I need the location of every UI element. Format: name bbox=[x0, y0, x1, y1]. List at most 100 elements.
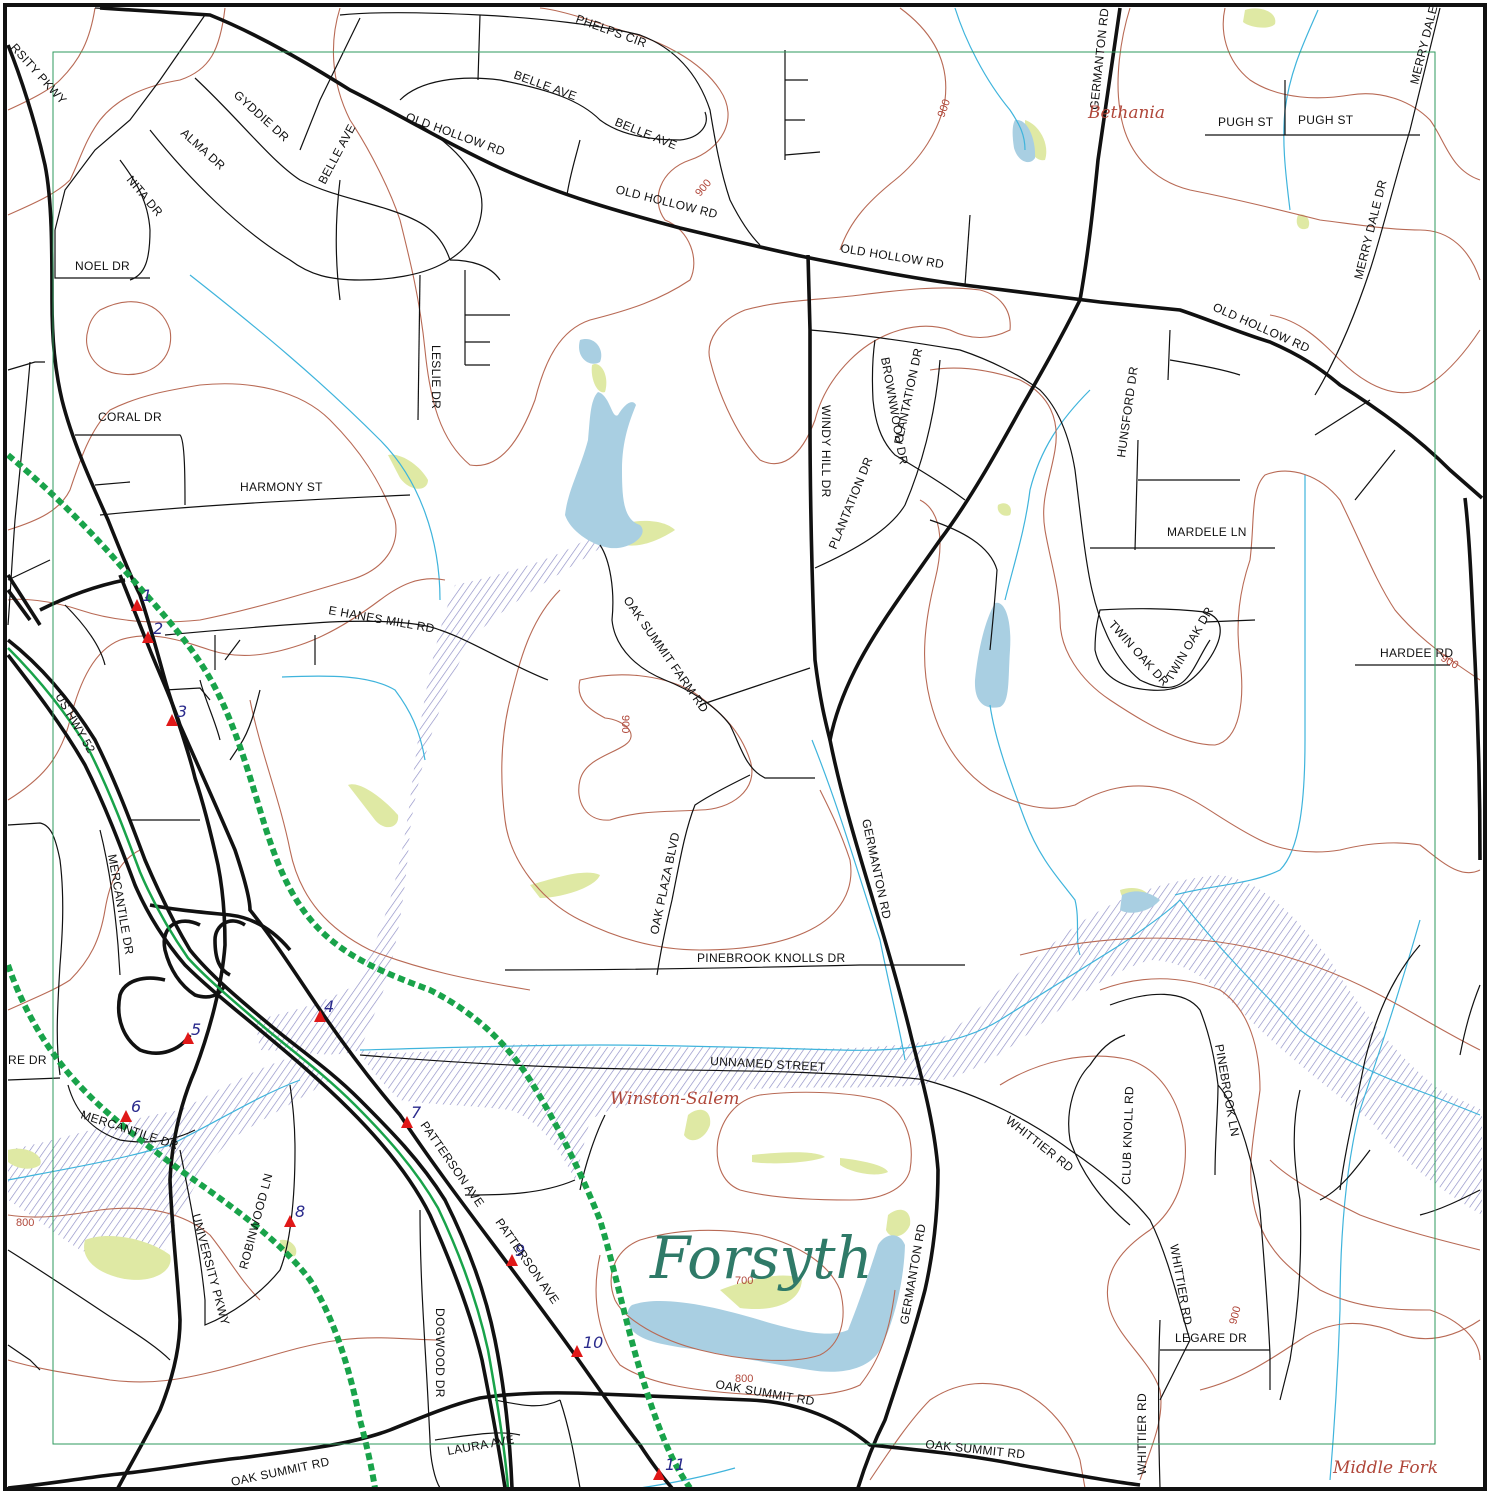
marker-8[interactable] bbox=[284, 1215, 296, 1227]
street-label: NITA DR bbox=[124, 173, 166, 219]
street bbox=[579, 1114, 606, 1191]
contour-label: 900 bbox=[936, 98, 954, 119]
university-pkwy bbox=[6, 44, 227, 1489]
marker-3[interactable] bbox=[166, 714, 178, 726]
pond bbox=[974, 602, 1011, 708]
place-label-bethania: Bethania bbox=[1087, 103, 1165, 123]
street bbox=[7, 1077, 61, 1081]
street-label: BELLE AVE bbox=[512, 68, 579, 104]
street bbox=[99, 494, 411, 516]
marker-10[interactable] bbox=[571, 1345, 583, 1357]
street-label: UNNAMED STREET bbox=[710, 1054, 826, 1074]
marker-2[interactable] bbox=[142, 631, 154, 643]
marker-8-label: 8 bbox=[295, 1202, 305, 1221]
street-label: OAK SUMMIT FARM RD bbox=[621, 594, 712, 716]
street bbox=[784, 151, 821, 156]
marker-7[interactable] bbox=[401, 1116, 413, 1128]
street-label: OAK PLAZA BLVD bbox=[647, 831, 682, 936]
marker-10-label: 10 bbox=[583, 1333, 603, 1352]
oak-summit-rd bbox=[7, 1391, 1141, 1490]
marker-5[interactable] bbox=[182, 1032, 194, 1044]
street bbox=[504, 964, 965, 971]
vegetation-patch bbox=[720, 1275, 802, 1310]
street-label: WHITTIER RD bbox=[1135, 1393, 1149, 1475]
stream bbox=[1174, 475, 1306, 896]
street bbox=[1157, 1319, 1161, 1489]
vegetation-patch bbox=[886, 1209, 911, 1237]
street bbox=[164, 687, 211, 701]
street bbox=[1068, 1034, 1131, 1226]
contour-line bbox=[716, 1091, 912, 1201]
stream bbox=[7, 1079, 301, 1181]
street bbox=[199, 679, 221, 741]
street bbox=[194, 77, 451, 261]
street-label: WINDY HILL DR bbox=[819, 405, 833, 498]
contour-label: 900 bbox=[693, 177, 714, 199]
highway-center bbox=[7, 647, 510, 1489]
street bbox=[7, 559, 51, 581]
street-label: PATTERSON AVE bbox=[493, 1216, 563, 1307]
vegetation-patch bbox=[684, 1109, 711, 1141]
marker-2-label: 2 bbox=[153, 619, 163, 638]
water-bodies bbox=[565, 119, 1160, 1372]
map-border bbox=[3, 3, 1487, 1491]
ramp bbox=[6, 574, 42, 626]
us-hwy-52 bbox=[6, 638, 514, 1489]
marker-1[interactable] bbox=[131, 599, 143, 611]
contour-line bbox=[1117, 7, 1481, 281]
us-hwy-52-south bbox=[6, 653, 507, 1489]
street bbox=[7, 1249, 171, 1361]
vegetation-areas bbox=[8, 8, 1310, 1310]
marker-6[interactable] bbox=[120, 1110, 132, 1122]
street bbox=[924, 1079, 1191, 1341]
street bbox=[179, 1084, 296, 1326]
street-label: HUNSFORD DR bbox=[1114, 365, 1141, 458]
stream bbox=[639, 1467, 736, 1489]
street-label: LEGARE DR bbox=[1175, 1331, 1247, 1345]
street-label: PUGH ST bbox=[1218, 115, 1274, 129]
street bbox=[964, 214, 971, 286]
pond bbox=[579, 339, 602, 364]
marker-11[interactable] bbox=[653, 1468, 665, 1480]
street-label: UNIVERSITY PKWY bbox=[189, 1212, 232, 1327]
street bbox=[7, 361, 31, 626]
contour-line bbox=[1019, 937, 1481, 1051]
place-label-winston-salem: Winston-Salem bbox=[610, 1089, 739, 1109]
street bbox=[1134, 439, 1139, 551]
pond bbox=[1120, 891, 1160, 913]
street bbox=[1204, 619, 1256, 623]
marker-9[interactable] bbox=[506, 1254, 518, 1266]
street-label: CORAL DR bbox=[98, 410, 162, 424]
street bbox=[1459, 984, 1481, 1056]
contour-line bbox=[610, 1229, 844, 1361]
street-label: OAK SUMMIT RD bbox=[230, 1454, 331, 1489]
street bbox=[94, 481, 131, 486]
marker-3-label: 3 bbox=[177, 702, 187, 721]
street-label: BELLE AVE bbox=[613, 115, 679, 153]
ramp bbox=[149, 903, 292, 952]
marker-4[interactable] bbox=[314, 1010, 326, 1022]
contour-line bbox=[7, 1337, 441, 1383]
contour-line bbox=[919, 499, 1481, 874]
route-line bbox=[6, 452, 693, 1490]
contour-label: 800 bbox=[16, 1217, 34, 1229]
street-label: WHITTIER RD bbox=[1167, 1243, 1195, 1326]
street bbox=[1094, 608, 1221, 691]
street bbox=[119, 159, 151, 281]
contour-labels: 900 900 900 900 900 800 800 700 bbox=[16, 98, 1460, 1385]
street bbox=[599, 544, 815, 779]
street bbox=[359, 1054, 926, 1081]
contour-label: 900 bbox=[619, 715, 631, 733]
ramp bbox=[6, 588, 32, 622]
street bbox=[164, 620, 549, 681]
street bbox=[7, 361, 45, 371]
vegetation-patch bbox=[1243, 8, 1276, 28]
street bbox=[7, 1344, 41, 1371]
street-label: LESLIE DR bbox=[429, 345, 443, 409]
contour-line bbox=[501, 589, 852, 951]
county-label-forsyth: Forsyth bbox=[649, 1224, 873, 1292]
street bbox=[656, 774, 751, 976]
street bbox=[929, 519, 998, 651]
streams bbox=[7, 7, 1481, 1489]
